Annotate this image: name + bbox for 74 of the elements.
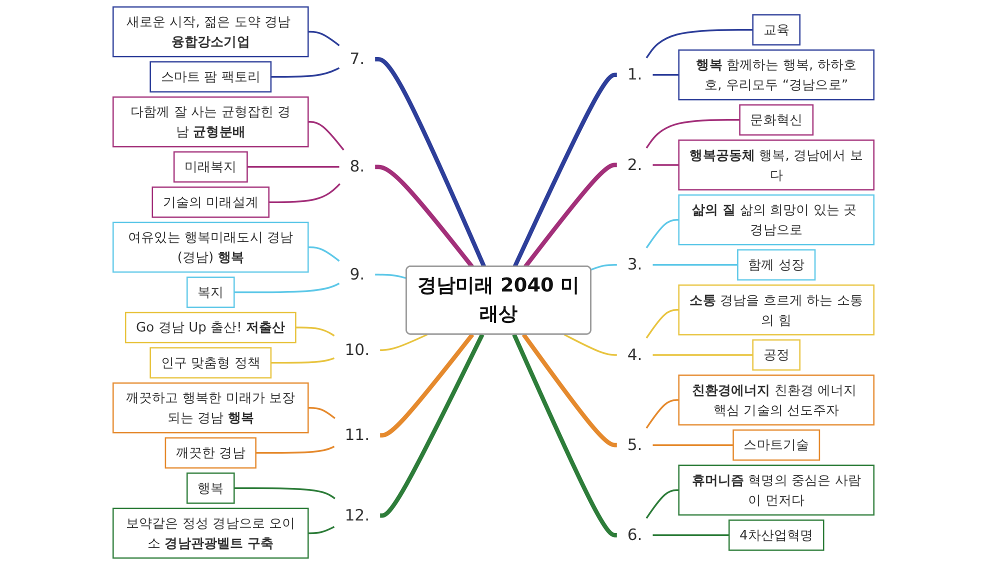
node-text: 9. <box>350 266 365 284</box>
node-box: 문화혁신 <box>739 104 814 136</box>
connector <box>652 264 738 266</box>
node-text: 11. <box>344 426 370 444</box>
node-box: 행복 <box>186 472 235 504</box>
connector <box>524 162 617 268</box>
connector <box>270 67 340 78</box>
connector <box>308 407 336 419</box>
connector <box>646 309 679 338</box>
connector <box>256 446 335 454</box>
connector <box>308 246 340 262</box>
node-box: 친환경에너지 친환경 에너지 핵심 기술의 선도주자 <box>678 374 875 426</box>
connector <box>512 334 617 538</box>
connector <box>652 74 679 76</box>
connector <box>375 164 474 268</box>
node-text: 3. <box>627 256 642 274</box>
connector <box>652 354 753 356</box>
node-box: 행복 함께하는 행복, 하하호호, 우리모두 “경남으로” <box>678 49 875 100</box>
connector <box>590 264 617 271</box>
node-text: 10. <box>344 340 370 360</box>
connector <box>234 282 340 294</box>
connector <box>380 334 484 518</box>
node-text: 12. <box>344 506 370 525</box>
node-box: 복지 <box>186 276 235 308</box>
node-box: 휴머니즘 혁명의 중심은 사람이 먼저다 <box>678 464 875 516</box>
connector <box>375 274 407 280</box>
connector <box>247 166 340 168</box>
connector <box>652 444 734 446</box>
node-box: 스마트 팜 팩토리 <box>150 61 272 92</box>
connector <box>375 57 486 268</box>
node-text: 7. <box>350 50 365 68</box>
connector <box>308 30 340 46</box>
node-box: 인구 맞춤형 정책 <box>150 347 272 378</box>
node-box: 보약같은 정성 경남으로 오이소 경남관광벨트 구축 <box>112 508 309 559</box>
connector <box>522 333 617 448</box>
connector <box>646 218 679 248</box>
node-text: 6. <box>627 526 642 544</box>
node-box: 기술의 미래설계 <box>152 186 270 218</box>
node-box: 여유있는 행복미래도시 경남(경남) 행복 <box>112 222 309 273</box>
connector <box>646 399 679 429</box>
node-text: 2. <box>627 156 642 174</box>
node-box: 깨끗하고 행복한 미래가 보장되는 경남 행복 <box>112 382 309 434</box>
node-box: 깨끗한 경남 <box>164 437 256 469</box>
node-box: 4차산업혁명 <box>728 520 824 551</box>
connector <box>646 28 753 58</box>
connector <box>308 121 344 150</box>
connector <box>646 489 679 519</box>
node-box: 공정 <box>752 339 801 371</box>
connector <box>296 326 335 336</box>
connector <box>652 534 730 536</box>
node-box: 소통 경남을 흐르게 하는 소통의 힘 <box>678 284 875 336</box>
connector <box>652 164 679 166</box>
connector <box>268 183 340 204</box>
node-box: Go 경남 Up 출산! 저출산 <box>124 312 296 344</box>
node-box: 새로운 시작, 젊은 도약 경남 융합강소기업 <box>112 6 309 58</box>
node-text: 5. <box>627 436 642 454</box>
connector <box>380 334 428 351</box>
connector <box>270 357 335 364</box>
node-box: 스마트기술 <box>732 429 820 461</box>
node-text: 1. <box>627 66 642 84</box>
connector <box>234 487 336 500</box>
node-box: 교육 <box>752 14 801 46</box>
node-box: 함께 성장 <box>737 249 816 281</box>
connector <box>308 526 335 534</box>
connector <box>512 72 617 268</box>
connector <box>646 119 740 148</box>
connector <box>380 333 474 438</box>
node-box: 행복공동체 행복, 경남에서 보다 <box>678 140 875 190</box>
node-text: 8. <box>350 158 365 176</box>
node-text: 4. <box>627 346 642 364</box>
node-box: 다함께 잘 사는 균형잡힌 경남 균형분배 <box>112 96 309 148</box>
node-box: 삶의 질 삶의 희망이 있는 곳 경남으로 <box>678 194 875 246</box>
connector <box>564 334 617 356</box>
node-box: 미래복지 <box>173 151 248 183</box>
